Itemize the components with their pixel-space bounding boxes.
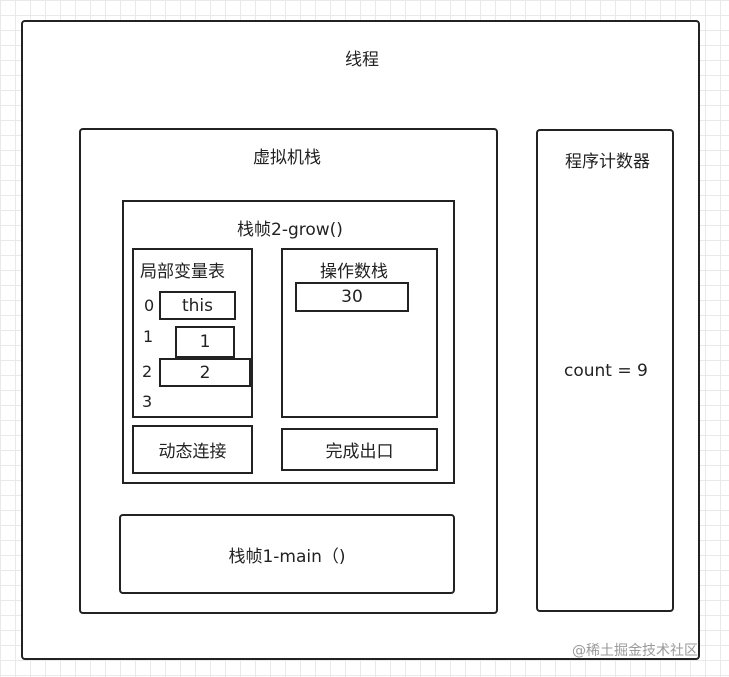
operand-stack-entry: 30: [295, 282, 409, 312]
program-counter-box: [536, 129, 674, 612]
watermark: @稀土掘金技术社区: [572, 643, 698, 659]
local-var-slot-0: this: [159, 291, 236, 320]
slot-index-2: 2: [142, 362, 153, 381]
program-counter-value: count = 9: [564, 361, 648, 381]
local-var-slot-2: 2: [159, 358, 251, 387]
slot-index-3: 3: [142, 392, 153, 411]
return-address-box: 完成出口: [281, 428, 438, 471]
vm-stack-title: 虚拟机栈: [253, 148, 321, 168]
slot-index-0: 0: [144, 296, 155, 315]
operand-stack-title: 操作数栈: [320, 262, 388, 282]
local-variable-table-title: 局部变量表: [140, 262, 225, 282]
stack-frame-1-box: 栈帧1-main（): [119, 514, 455, 594]
local-var-slot-1: 1: [175, 326, 235, 358]
thread-title: 线程: [345, 50, 379, 70]
dynamic-link-box: 动态连接: [132, 425, 253, 474]
program-counter-title: 程序计数器: [565, 152, 650, 172]
slot-index-1: 1: [143, 327, 154, 346]
stack-frame-2-title: 栈帧2-grow(): [237, 220, 343, 240]
operand-stack-box: [281, 248, 438, 418]
